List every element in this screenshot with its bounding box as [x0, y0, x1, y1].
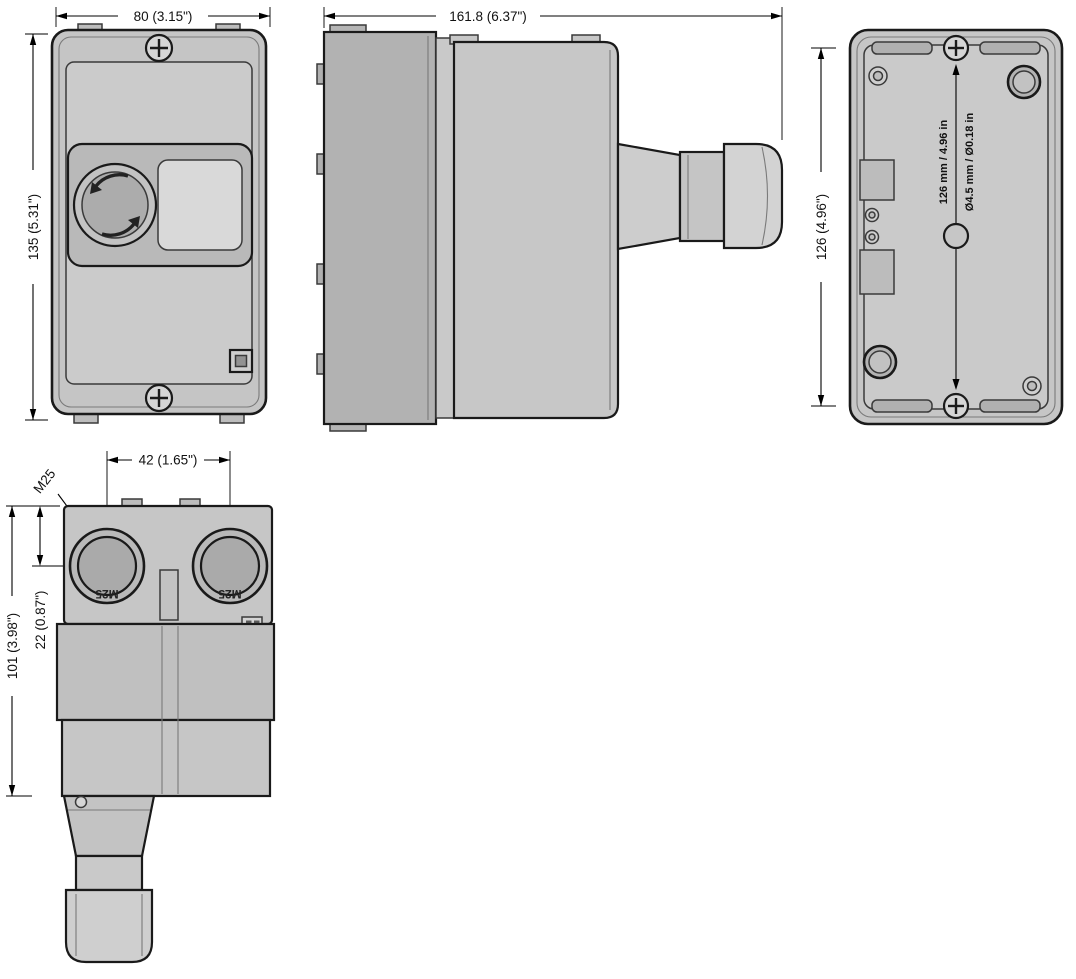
front-top-screw	[144, 33, 174, 63]
left-hole-label: M25	[95, 587, 119, 601]
bottom-body-sections	[55, 622, 276, 798]
right-hole-label: M25	[218, 587, 242, 601]
front-view: 80 (3.15") 135 (5.31")	[18, 2, 303, 447]
back-height-dimension: 126 (4.96")	[811, 47, 836, 407]
rotary-knob	[72, 162, 158, 248]
front-width-dimension: 80 (3.15")	[55, 7, 271, 27]
bottom-offset-dim-text: 22 (0.87")	[33, 591, 48, 650]
back-hole-diameter-label: Ø4.5 mm / Ø0.18 in	[964, 113, 976, 212]
side-lid	[449, 34, 620, 420]
front-width-dim-text: 80 (3.15")	[134, 9, 193, 24]
m25-callout-text: M25	[30, 466, 58, 496]
back-mount-spacing-label: 126 mm / 4.96 in	[938, 120, 950, 205]
side-joint-seam	[435, 37, 455, 419]
back-knockouts	[859, 159, 895, 295]
front-height-dim-text: 135 (5.31")	[26, 194, 41, 260]
side-length-dimension: 161.8 (6.37")	[323, 7, 783, 140]
bottom-enclosure-top: M25 M25	[62, 498, 274, 626]
back-view: 126 (4.96")	[806, 14, 1074, 447]
bottom-view: 42 (1.65") M25 101 (3.98") 22 (0.87") M2…	[2, 444, 302, 979]
back-top-screw	[871, 34, 1041, 62]
bottom-cable-gland	[62, 794, 156, 964]
knob-arrow-icon	[90, 182, 102, 194]
side-view: 161.8 (6.37")	[310, 2, 795, 447]
bottom-height-dimension: 101 (3.98")	[5, 505, 60, 797]
bottom-offset-dimension: 22 (0.87")	[32, 506, 66, 649]
back-mounting-holes	[862, 64, 1042, 396]
side-mounting-base	[316, 24, 438, 432]
bottom-height-dim-text: 101 (3.98")	[5, 613, 20, 679]
back-mount-spacing-axis: 126 mm / 4.96 in Ø4.5 mm / Ø0.18 in	[938, 64, 976, 390]
side-cable-gland	[616, 142, 784, 251]
front-membrane-square	[228, 348, 254, 374]
bottom-hole-spacing-dim-text: 42 (1.65")	[139, 453, 198, 468]
front-height-dimension: 135 (5.31")	[25, 33, 48, 421]
front-bottom-screw	[144, 383, 174, 413]
back-height-dim-text: 126 (4.96")	[814, 194, 829, 260]
side-length-dim-text: 161.8 (6.37")	[449, 9, 527, 24]
knob-arrow-icon	[128, 216, 140, 228]
back-bottom-screw	[871, 392, 1041, 420]
